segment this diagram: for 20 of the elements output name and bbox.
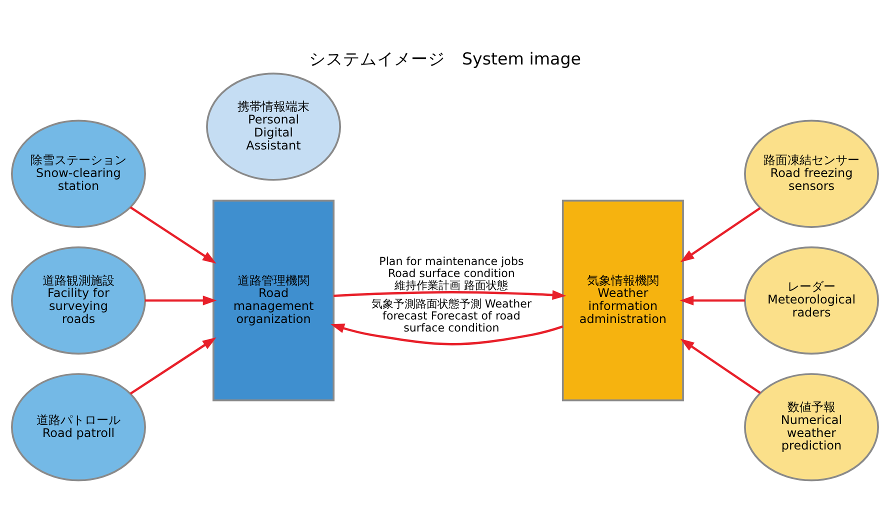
node-box: 道路管理機関 Road management organization [212,200,335,402]
node-ellipse: 道路パトロール Road patroll [11,373,146,482]
arrow [680,207,761,262]
arrow [145,296,217,306]
diagram-title: システムイメージ System image [308,50,582,69]
edge-label: Plan for maintenance jobs Road surface condition 維持作業計画 路面状態 [379,255,524,292]
node-ellipse: 道路観測施設 Facility for surveying roads [11,246,146,355]
node-ellipse: 路面凍結センサー Road freezing sensors [744,120,879,228]
arrow [680,338,761,394]
arrow [330,324,564,346]
node-ellipse: 携帯情報端末 Personal Digital Assistant [206,72,341,181]
arrow [130,337,216,395]
node-ellipse: 除雪ステーション Snow-clearing station [11,120,146,228]
node-ellipse: 数値予報 Numerical weather prediction [744,373,879,482]
edge-label: 気象予測路面状態予測 Weather forecast Forecast of road surface condition [371,298,532,335]
arrow [334,290,566,300]
node-ellipse: レーダー Meteorological raders [744,246,879,355]
node-box: 気象情報機関 Weather information administration [562,200,684,402]
arrow [130,206,216,264]
arrow [680,296,745,306]
